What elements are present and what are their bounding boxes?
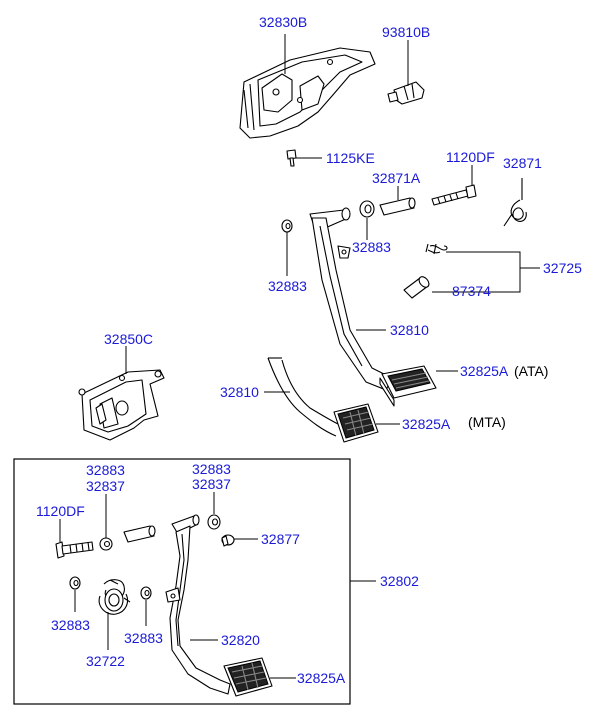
label-32820[interactable]: 32820 (221, 632, 260, 648)
label-32883-box-top-right[interactable]: 32883 (192, 461, 231, 477)
label-32877[interactable]: 32877 (261, 531, 300, 547)
bolt-1120df-box (55, 541, 94, 559)
bracket-32850c (78, 369, 165, 441)
label-32802[interactable]: 32802 (380, 573, 419, 589)
brake-pedal-32810-ata (309, 207, 393, 391)
collar-32883-32837-left (99, 537, 113, 551)
label-32810-top[interactable]: 32810 (390, 322, 429, 338)
label-ata-suffix: (ATA) (514, 363, 548, 379)
spring-32725 (425, 243, 448, 255)
bolt-1125ke (286, 149, 297, 167)
pedal-32820 (165, 514, 231, 695)
pin-box (123, 525, 156, 543)
label-32837-box-left[interactable]: 32837 (86, 478, 125, 494)
label-32825a-mta[interactable]: 32825A (402, 416, 451, 432)
label-32825a-box[interactable]: 32825A (297, 670, 346, 686)
label-32883-box-left[interactable]: 32883 (51, 617, 90, 633)
label-93810b[interactable]: 93810B (382, 24, 430, 40)
stopper-32877 (221, 534, 235, 547)
bushing-32883-box-mid (140, 586, 152, 600)
label-32722[interactable]: 32722 (86, 653, 125, 669)
bushing-32883-center (359, 200, 375, 218)
label-87374[interactable]: 87374 (452, 283, 491, 299)
label-32883-box-top-left[interactable]: 32883 (86, 462, 125, 478)
label-32850c[interactable]: 32850C (104, 331, 153, 347)
bushing-32883-box-left (69, 576, 81, 590)
label-32883-center[interactable]: 32883 (352, 239, 391, 255)
label-mta-suffix: (MTA) (468, 414, 506, 430)
spring-32722 (98, 579, 131, 615)
switch-93810b (387, 81, 425, 105)
label-1125ke[interactable]: 1125KE (326, 150, 375, 166)
label-32825a-ata[interactable]: 32825A (460, 363, 509, 379)
clutch-pedal-32810-mta (267, 357, 339, 437)
label-32883-left[interactable]: 32883 (268, 278, 307, 294)
label-1120df-box[interactable]: 1120DF (36, 503, 85, 519)
label-32871a[interactable]: 32871A (372, 170, 421, 186)
label-32871[interactable]: 32871 (503, 155, 542, 171)
collar-32883-32837-right (207, 514, 221, 530)
bushing-32883-left (281, 219, 293, 233)
spring-32871 (503, 178, 527, 227)
pin-32871a (379, 197, 416, 216)
bolt-1120df-top (431, 184, 477, 206)
label-32837-box-right[interactable]: 32837 (192, 476, 231, 492)
label-32830b[interactable]: 32830B (259, 14, 307, 30)
label-32725[interactable]: 32725 (543, 260, 582, 276)
label-1120df-top[interactable]: 1120DF (446, 149, 495, 165)
pedal-pad-32825a-box (223, 657, 273, 697)
pedal-pad-32825a-mta (333, 403, 379, 443)
label-32810-mid[interactable]: 32810 (220, 384, 259, 400)
bracket-32830b (239, 47, 376, 139)
label-32883-box-mid[interactable]: 32883 (124, 630, 163, 646)
pin-87374 (403, 276, 430, 299)
pedal-pad-32825a-ata (379, 365, 437, 407)
